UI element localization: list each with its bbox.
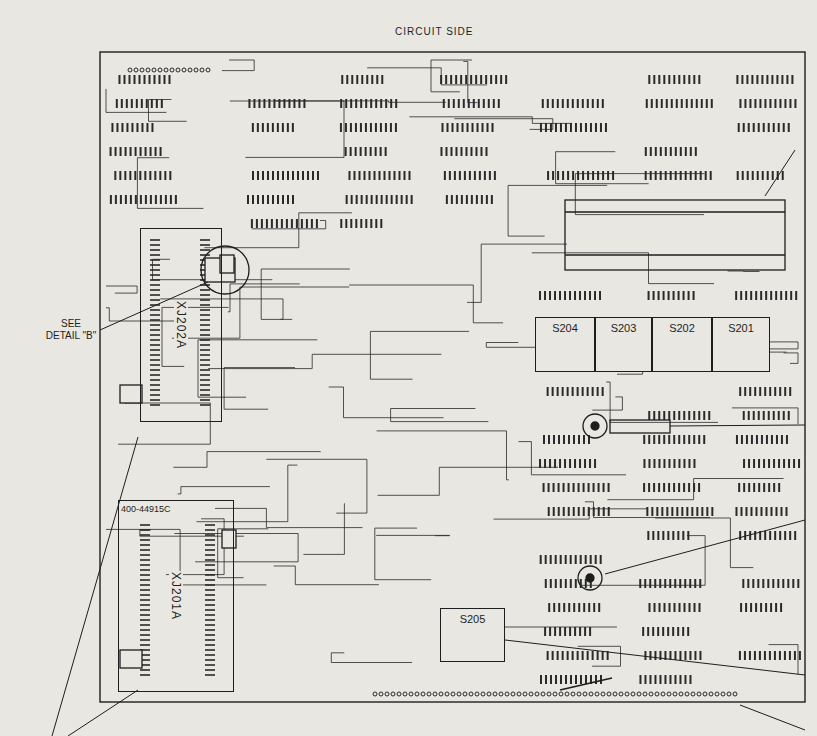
- part-number: 400-44915C: [121, 504, 171, 515]
- switch-label: S203: [610, 322, 638, 334]
- connector-label: XJ202A: [174, 300, 188, 350]
- switch-box: S202: [652, 317, 712, 372]
- ic-socket: [565, 200, 785, 270]
- mounting-hole: [578, 566, 602, 590]
- switch-box: S205: [440, 608, 505, 662]
- board-title: CIRCUIT SIDE: [395, 26, 474, 38]
- switch-label: S204: [551, 322, 579, 334]
- connector-outline: XJ202A: [140, 228, 222, 422]
- switch-label: S205: [459, 613, 487, 625]
- detail-callout: SEE DETAIL "B": [44, 318, 98, 342]
- switch-label: S201: [727, 322, 755, 334]
- detail-circle: [201, 246, 249, 294]
- connector-outline: XJ201A: [118, 500, 234, 692]
- mounting-hole: [583, 414, 607, 438]
- switch-box: S203: [595, 317, 652, 372]
- board-outline: [100, 52, 805, 702]
- switch-box: S201: [712, 317, 770, 372]
- switch-label: S202: [668, 322, 696, 334]
- connector-label: XJ201A: [169, 571, 183, 621]
- switch-box: S204: [535, 317, 595, 372]
